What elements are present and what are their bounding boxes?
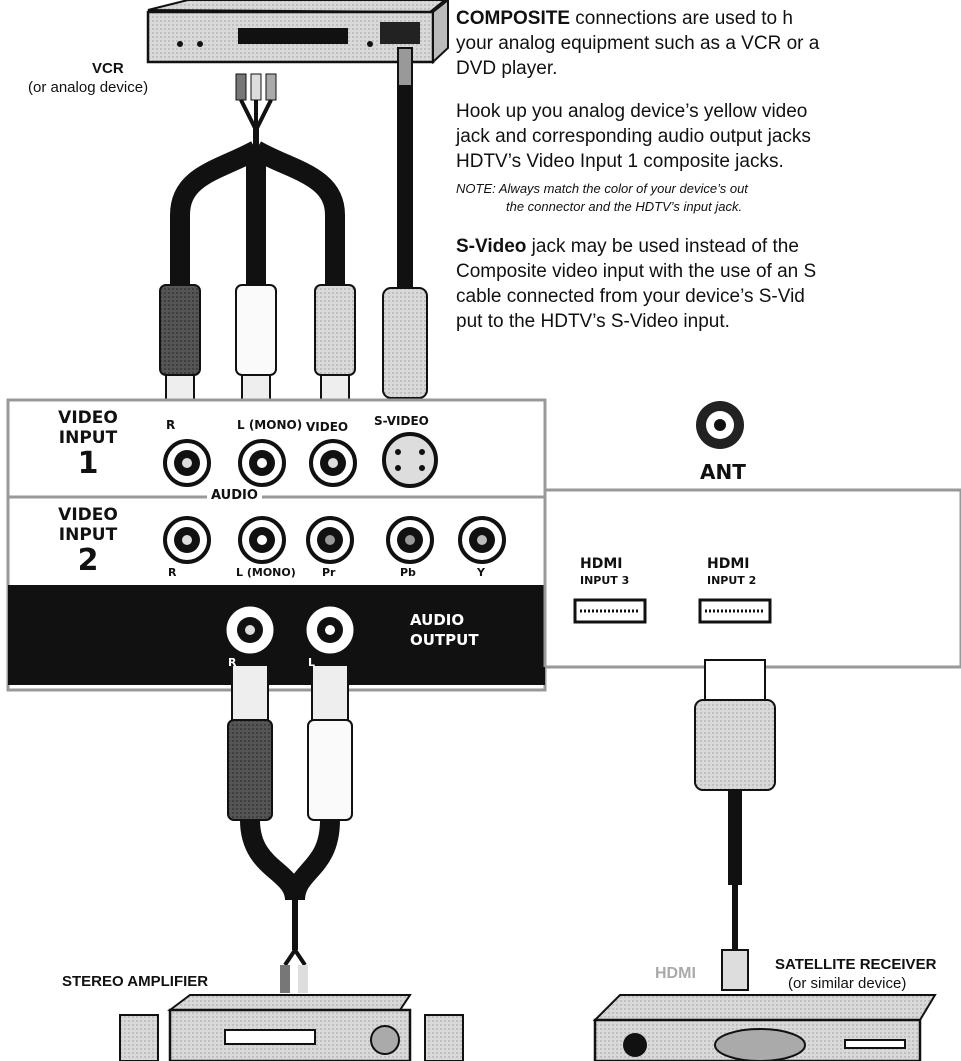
input2-jack-l-label: L (MONO): [236, 566, 296, 579]
audio-output-cable: [227, 664, 353, 993]
hdmi-cable: [694, 659, 776, 991]
composite-paragraph-line1: COMPOSITE connections are used to h: [456, 6, 793, 31]
input2-jack-pr-label: Pr: [322, 566, 336, 579]
composite-line1-rest: connections are used to h: [570, 8, 793, 29]
satellite-title: SATELLITE RECEIVER: [775, 956, 937, 973]
stereo-amplifier: [119, 994, 464, 1061]
composite-cable-vcr: [170, 73, 345, 290]
video-input-1-line1: VIDEO: [58, 408, 118, 428]
hdmi-ports: [573, 598, 772, 624]
audio-output-line1: AUDIO: [410, 611, 465, 629]
hdmi-input3-label: INPUT 3: [580, 574, 630, 587]
audio-output-label: AUDIO OUTPUT: [410, 610, 479, 650]
input1-jack-r-label: R: [166, 418, 176, 432]
composite-paragraph-line3: DVD player.: [456, 58, 558, 79]
input2-jack-y-label: Y: [477, 566, 485, 579]
input2-jack-pb-label: Pb: [400, 566, 416, 579]
ant-label: ANT: [700, 460, 746, 484]
svideo-bold: S-Video: [456, 236, 527, 257]
input1-jacks: [163, 432, 438, 488]
hook-line2: jack and corresponding audio output jack…: [456, 126, 811, 147]
audio-output-l-label: L: [308, 656, 316, 669]
svideo-paragraph-line3: cable connected from your device’s S-Vid: [456, 286, 805, 307]
svideo-paragraph-line1: S-Video jack may be used instead of the: [456, 234, 799, 259]
input2-jack-r-label: R: [168, 566, 177, 579]
audio-output-jacks: [226, 606, 354, 654]
svideo-line1-rest: jack may be used instead of the: [526, 236, 799, 257]
video-input-2-label: VIDEO INPUT 2: [48, 505, 128, 577]
input1-jack-video-label: VIDEO: [306, 420, 349, 434]
vcr-device: [146, 0, 449, 65]
note-line1-rest: : Always match the color of your device’…: [492, 181, 748, 196]
satellite-receiver: [592, 994, 937, 1061]
hdmi-input3-logo: HDMI: [580, 556, 623, 572]
note-line1: NOTE: Always match the color of your dev…: [456, 180, 748, 198]
video-input-2-line1: VIDEO: [58, 505, 118, 525]
hdmi-input2-label: INPUT 2: [707, 574, 757, 587]
svideo-cable: [382, 47, 428, 399]
hook-line1: Hook up you analog device’s yellow video: [456, 101, 808, 122]
video-input-1-line2: INPUT: [58, 428, 118, 448]
amplifier-title: STEREO AMPLIFIER: [62, 973, 209, 990]
vcr-subtitle: (or analog device): [28, 79, 149, 96]
audio-group-label: AUDIO: [207, 488, 262, 503]
rca-plug-red: [159, 284, 201, 406]
antenna-connector: [696, 401, 744, 449]
svideo-paragraph-line4: put to the HDTV’s S-Video input.: [456, 311, 730, 332]
hdmi-cable-label: HDMI: [655, 965, 696, 982]
video-input-2-number: 2: [77, 543, 99, 578]
audio-output-r-label: R: [228, 656, 237, 669]
vcr-title: VCR: [92, 60, 124, 77]
composite-paragraph-line2: your analog equipment such as a VCR or a: [456, 33, 820, 54]
hook-line3: HDTV’s Video Input 1 composite jacks.: [456, 151, 784, 172]
input2-jacks: [163, 516, 506, 564]
note-prefix: NOTE: [456, 181, 493, 196]
video-input-1-label: VIDEO INPUT 1: [48, 408, 128, 480]
satellite-subtitle: (or similar device): [788, 975, 907, 992]
composite-bold: COMPOSITE: [456, 8, 571, 29]
video-input-1-number: 1: [77, 446, 99, 481]
rca-plug-white: [235, 284, 277, 406]
audio-output-line2: OUTPUT: [410, 631, 479, 649]
input1-jack-svideo-label: S-VIDEO: [374, 414, 429, 428]
svideo-paragraph-line2: Composite video input with the use of an…: [456, 261, 817, 282]
note-line2: the connector and the HDTV’s input jack.: [506, 199, 743, 214]
rca-plug-yellow: [314, 284, 356, 406]
video-input-2-line2: INPUT: [58, 525, 118, 545]
hdmi-input2-logo: HDMI: [707, 556, 750, 572]
input1-jack-l-label: L (MONO): [237, 418, 303, 432]
